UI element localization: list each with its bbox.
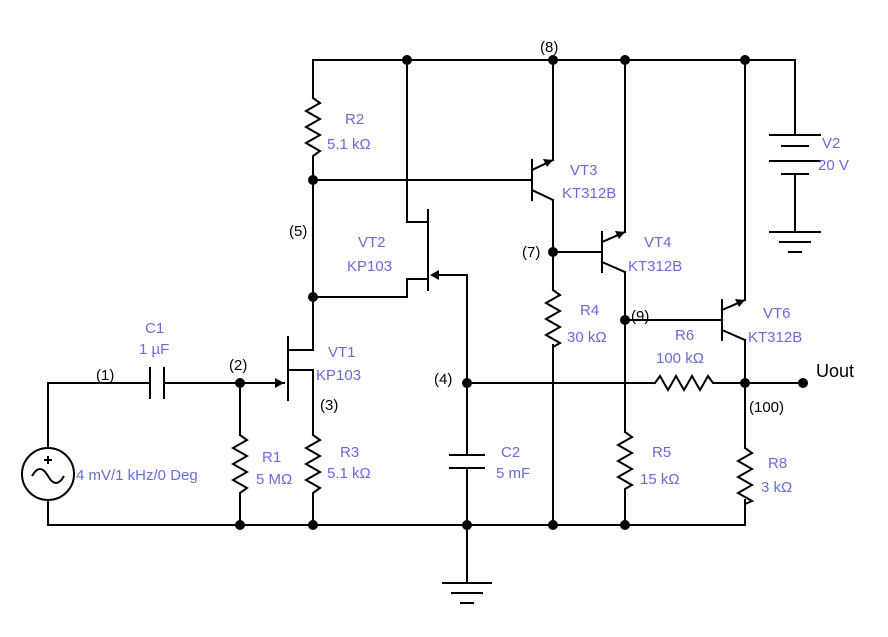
junction-dot xyxy=(462,520,472,530)
junction-dot xyxy=(548,247,558,257)
r3-value: 5.1 kΩ xyxy=(327,465,371,482)
junction-dot xyxy=(620,520,630,530)
battery-v2 xyxy=(769,134,821,175)
c1-name: C1 xyxy=(145,320,164,337)
junction-dot xyxy=(402,55,412,65)
node-label-4: (4) xyxy=(434,371,452,388)
node-label-5: (5) xyxy=(289,223,307,240)
r8-name: R8 xyxy=(768,455,787,472)
junction-dot xyxy=(308,292,318,302)
output-label: Uout xyxy=(816,361,854,381)
node-label-2: (2) xyxy=(229,357,247,374)
r6-name: R6 xyxy=(675,327,694,344)
r4-value: 30 kΩ xyxy=(567,329,607,346)
output-terminal xyxy=(798,378,808,388)
c2-value: 5 mF xyxy=(496,465,530,482)
vt1-value: KP103 xyxy=(316,367,361,384)
vt6-name: VT6 xyxy=(763,305,791,322)
junction-dot xyxy=(235,378,245,388)
resistor-r8 xyxy=(735,446,755,506)
junction-dot xyxy=(740,378,750,388)
node-label-9: (9) xyxy=(631,308,649,325)
ac-source xyxy=(21,447,75,501)
node-label-3: (3) xyxy=(320,397,338,414)
vt2-name: VT2 xyxy=(358,234,386,251)
bjt-vt3 xyxy=(530,158,555,202)
vt6-value: KT312B xyxy=(748,329,802,346)
c1-value: 1 µF xyxy=(139,341,169,358)
v2-value: 20 V xyxy=(818,157,849,174)
capacitor-c1 xyxy=(149,367,165,399)
r1-value: 5 MΩ xyxy=(256,471,292,488)
ground-symbol xyxy=(442,582,492,604)
junction-dot xyxy=(308,175,318,185)
junction-dots xyxy=(235,55,808,530)
fet-vt2 xyxy=(427,209,439,291)
resistor-r3 xyxy=(303,433,323,501)
resistor-r4 xyxy=(543,288,563,349)
capacitor-c2 xyxy=(449,454,485,469)
r3-name: R3 xyxy=(340,444,359,461)
r5-name: R5 xyxy=(652,444,671,461)
vt4-name: VT4 xyxy=(644,234,672,251)
ground-symbol xyxy=(769,231,821,253)
r6-value: 100 kΩ xyxy=(656,350,704,367)
resistor-r6 xyxy=(653,373,716,393)
node-label-100: (100) xyxy=(749,399,784,416)
junction-dot xyxy=(235,520,245,530)
junction-dot xyxy=(620,315,630,325)
r1-name: R1 xyxy=(262,449,281,466)
fet-vt1 xyxy=(275,334,314,401)
junction-dot xyxy=(548,55,558,65)
c2-name: C2 xyxy=(501,444,520,461)
vt3-value: KT312B xyxy=(562,185,616,202)
vt1-name: VT1 xyxy=(328,344,356,361)
bjt-vt4 xyxy=(600,230,627,274)
bjt-vt6 xyxy=(720,298,747,342)
vt4-value: KT312B xyxy=(628,258,682,275)
vt3-name: VT3 xyxy=(570,162,598,179)
r2-value: 5.1 kΩ xyxy=(327,136,371,153)
junction-dot xyxy=(620,55,630,65)
resistor-r2 xyxy=(303,96,323,161)
v2-name: V2 xyxy=(822,135,840,152)
r4-name: R4 xyxy=(580,302,599,319)
vt2-value: KP103 xyxy=(347,258,392,275)
source-value: 4 mV/1 kHz/0 Deg xyxy=(76,467,198,484)
resistor-r1 xyxy=(230,433,250,501)
resistor-r5 xyxy=(615,430,635,496)
junction-dot xyxy=(308,520,318,530)
node-label-7: (7) xyxy=(522,244,540,261)
r2-name: R2 xyxy=(345,111,364,128)
junction-dot xyxy=(740,55,750,65)
junction-dot xyxy=(548,520,558,530)
r5-value: 15 kΩ xyxy=(640,471,680,488)
node-label-8: (8) xyxy=(540,39,558,56)
junction-dot xyxy=(462,378,472,388)
node-label-1: (1) xyxy=(96,367,114,384)
r8-value: 3 kΩ xyxy=(761,479,792,496)
